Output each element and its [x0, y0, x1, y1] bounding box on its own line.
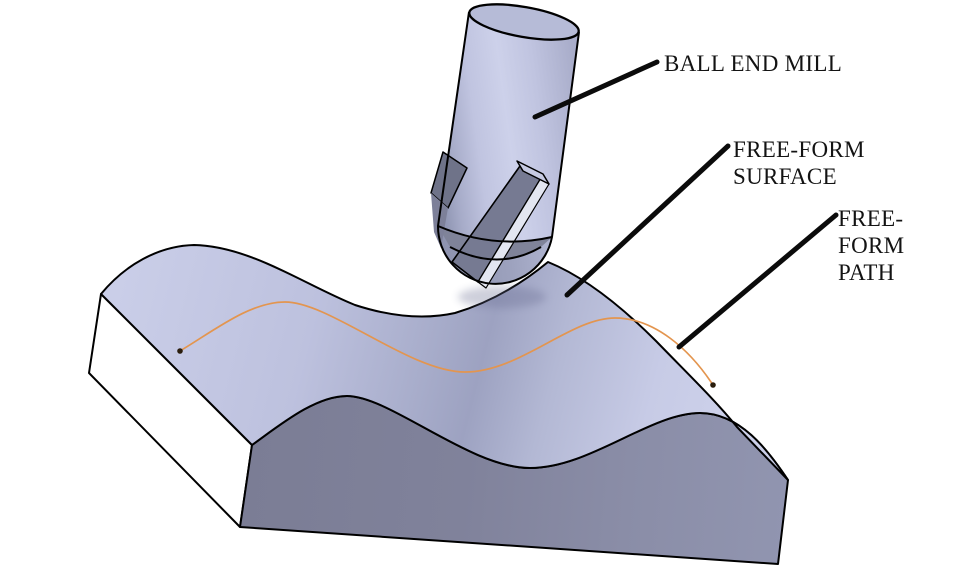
label-free-form-path-line3: PATH: [838, 260, 895, 285]
toolpath-start-point: [177, 348, 183, 354]
tool-contact-shadow: [458, 286, 546, 308]
toolpath-end-point: [710, 382, 716, 388]
label-free-form-path-line1: FREE-: [838, 206, 903, 231]
mill-top-face: [468, 3, 580, 41]
mill-outline: [436, 11, 580, 285]
mill-flute-end-cap: [516, 160, 550, 185]
leader-lines: [532, 59, 839, 350]
mill-neck-curve: [437, 225, 553, 243]
ball-end-mill-model: [430, 3, 580, 289]
leader-line-free-form-surface: [564, 143, 731, 298]
mill-body: [437, 12, 579, 284]
label-free-form-path-line2: FORM: [838, 233, 904, 258]
labels: BALL END MILL FREE-FORM SURFACE FREE- FO…: [664, 51, 904, 285]
label-ball-end-mill: BALL END MILL: [664, 51, 842, 76]
label-free-form-surface-line1: FREE-FORM: [733, 137, 865, 162]
toolpath: [177, 301, 716, 388]
leader-line-ball-end-mill: [532, 59, 660, 120]
label-free-form-surface-line2: SURFACE: [733, 164, 837, 189]
mill-ball-flute-curve: [449, 246, 542, 261]
workpiece-model: [88, 244, 789, 565]
leader-line-free-form-path: [676, 212, 839, 350]
toolpath-curve: [179, 301, 714, 386]
